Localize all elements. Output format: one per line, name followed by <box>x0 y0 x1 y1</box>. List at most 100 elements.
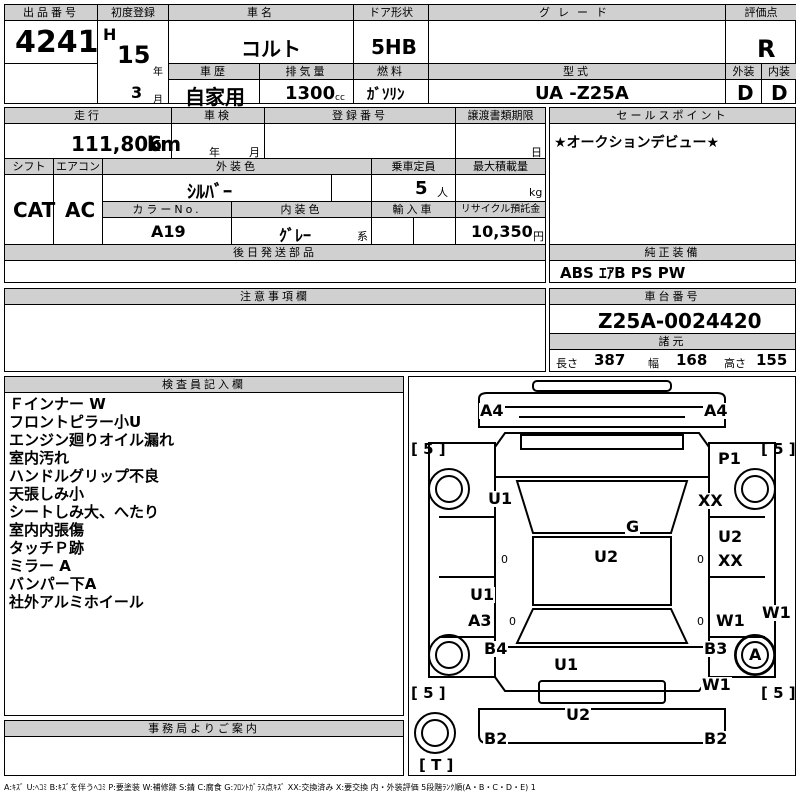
mark-b3: B3 <box>703 639 729 658</box>
color-no: A19 <box>151 222 186 241</box>
caution-header: 注意事項欄 <box>5 289 545 305</box>
mark-w1-rear: W1 <box>701 675 732 694</box>
inspector-header: 検査員記入欄 <box>5 377 403 393</box>
mileage: 111,806 <box>71 132 163 156</box>
note-item: タッチＰ跡 <box>9 539 85 557</box>
fuel: ｶﾞｿﾘﾝ <box>367 85 405 103</box>
model-code-header: 型式 <box>429 64 725 80</box>
score-header: 評価点 <box>726 5 796 21</box>
note-item: Ｆインナー W <box>9 395 106 413</box>
history-header: 車歴 <box>169 64 259 80</box>
mark-u2-center: U2 <box>593 547 620 566</box>
door-header: ドア形状 <box>354 5 428 21</box>
exterior-header: 外装 <box>726 64 761 80</box>
yen-unit: 円 <box>533 230 544 243</box>
deadline-header: 譲渡書類期限 <box>456 108 545 124</box>
history: 自家用 <box>185 85 245 109</box>
tire-fr: [ 5 ] <box>761 440 796 458</box>
capacity: 5 <box>415 178 428 199</box>
int-color-suffix: 系 <box>357 230 368 243</box>
max-load-header: 最大積載量 <box>456 159 545 175</box>
chassis-block: 車台番号 Z25A-0024420 諸元 長さ 387 幅 168 高さ 155 <box>549 288 796 372</box>
top-block: 出品番号 4241 初度登録 H 15 年 3 月 車名 コルト ドア形状 5H… <box>4 4 796 109</box>
specs-header: 諸元 <box>550 334 795 350</box>
mark-u1-lower: U1 <box>469 585 496 604</box>
era: H <box>103 25 117 44</box>
insp-month-unit: 月 <box>249 146 260 159</box>
mark-g: G <box>625 517 641 536</box>
recycle-header: リサイクル預託金 <box>456 202 545 218</box>
tire-rr: [ 5 ] <box>761 684 796 702</box>
spare-tire: [ T ] <box>419 756 454 774</box>
note-item: 天張しみ小 <box>9 485 85 503</box>
legend: A:ｷｽﾞ U:ﾍｺﾐ B:ｷｽﾞを伴うﾍｺﾐ P:要塗装 W:補修跡 S:錆 … <box>4 783 536 792</box>
sales-point-header: セールスポイント <box>550 108 795 124</box>
car-outline <box>414 380 776 754</box>
ext-color: ｼﾙﾊﾞｰ <box>187 182 232 203</box>
lot-no: 4241 <box>15 25 99 60</box>
mark-zero-4: 0 <box>697 615 704 628</box>
interior-score: D <box>771 81 788 105</box>
note-item: フロントピラー小U <box>9 413 142 431</box>
mark-zero-2: 0 <box>697 553 704 566</box>
note-item: バンパー下A <box>9 575 97 593</box>
year-unit: 年 <box>153 67 163 78</box>
door-type: 5HB <box>371 35 417 59</box>
equipment-header: 純正装備 <box>550 245 795 261</box>
inspector-notes: Ｆインナー W フロントピラー小U エンジン廻りオイル漏れ 室内汚れ ハンドルグ… <box>9 395 174 611</box>
mark-w1-right: W1 <box>715 611 746 630</box>
fuel-header: 燃料 <box>354 64 428 80</box>
int-color-header: 内装色 <box>232 202 371 218</box>
reg-year: 15 <box>117 41 151 69</box>
capacity-unit: 人 <box>437 186 448 199</box>
cc-unit: cc <box>335 93 345 103</box>
later-parts-header: 後日発送部品 <box>5 245 545 261</box>
office-block: 事務局よりご案内 <box>4 720 404 776</box>
car-diagram: A4 A4 [ 5 ] [ 5 ] P1 U1 XX G U2 U2 XX 0 … <box>408 376 796 776</box>
note-item: シートしみ大、へたり <box>9 503 160 521</box>
capacity-header: 乗車定員 <box>372 159 455 175</box>
car-name-header: 車名 <box>169 5 353 21</box>
lot-no-header: 出品番号 <box>5 5 97 21</box>
mark-zero-3: 0 <box>509 615 516 628</box>
sales-block: セールスポイント ★オークションデビュー★ 純正装備 ABS ｴｱB PS PW <box>549 107 796 283</box>
mileage-header: 走行 <box>5 108 171 124</box>
length-label: 長さ <box>556 357 578 370</box>
height-label: 高さ <box>724 357 746 370</box>
mark-a4-left: A4 <box>479 401 505 420</box>
note-item: 社外アルミホイール <box>9 593 144 611</box>
details-block: 走行 111,806 km 車検 年 月 登録番号 譲渡書類期限 日 シフト エ… <box>4 107 546 283</box>
mark-xx-right2: XX <box>717 551 744 570</box>
color-no-header: カラーNo. <box>103 202 231 218</box>
mark-xx-right: XX <box>697 491 724 510</box>
interior-header: 内装 <box>762 64 796 80</box>
mark-a4-right: A4 <box>703 401 729 420</box>
month-unit: 月 <box>153 95 163 106</box>
chassis-header: 車台番号 <box>550 289 795 305</box>
shift-header: シフト <box>5 159 53 175</box>
mark-u1-left: U1 <box>487 489 514 508</box>
km-unit: km <box>147 132 182 156</box>
reg-no-header: 登録番号 <box>265 108 455 124</box>
overall-score: R <box>757 35 776 63</box>
model-code: UA -Z25A <box>535 83 629 104</box>
mark-zero-1: 0 <box>501 553 508 566</box>
mark-b4: B4 <box>483 639 509 658</box>
width-label: 幅 <box>648 357 659 370</box>
mark-b2-left: B2 <box>483 729 509 748</box>
tire-rl: [ 5 ] <box>411 684 446 702</box>
int-color: ｸﾞﾚｰ <box>279 226 312 245</box>
displacement-header: 排気量 <box>260 64 353 80</box>
note-item: 室内内張傷 <box>9 521 85 539</box>
kg-unit: kg <box>529 186 543 199</box>
length: 387 <box>594 351 626 369</box>
ext-color-header: 外装色 <box>103 159 371 175</box>
reg-month: 3 <box>131 83 143 102</box>
note-item: ミラー A <box>9 557 71 575</box>
note-item: ハンドルグリップ不良 <box>9 467 160 485</box>
inspection-header: 車検 <box>172 108 264 124</box>
width: 168 <box>676 351 708 369</box>
sales-point: ★オークションデビュー★ <box>554 135 720 151</box>
first-reg-header: 初度登録 <box>98 5 168 21</box>
mark-a-wheel: A <box>749 645 762 664</box>
